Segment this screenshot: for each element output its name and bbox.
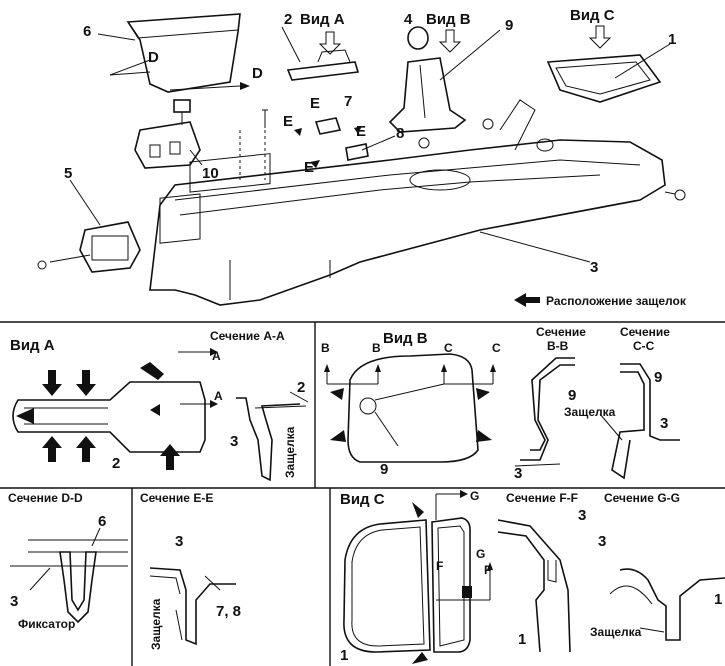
callout-4: 4 [404,11,413,28]
label-d-1: D [148,49,159,66]
section-bb-line1: Сечение [536,325,586,339]
section-ee-latch: Защелка [149,598,163,650]
section-gg-title: Сечение G-G [604,491,680,505]
section-dd-panel [10,527,128,624]
view-b-latch: Защелка [564,405,616,419]
boot-9 [388,57,467,133]
view-a-title: Вид A [10,337,55,354]
view-a-label: Вид A [300,11,345,28]
callout-6: 6 [83,23,91,40]
view-b-panel [324,353,680,480]
label-e-3: E [356,123,366,140]
section-dd-part-6: 6 [98,513,106,530]
callout-2: 2 [284,11,292,28]
label-a-2: A [214,389,223,403]
bracket-10 [134,121,201,169]
exploded-view [37,13,686,307]
view-b-part-3: 3 [660,415,668,432]
label-e-1: E [310,95,320,112]
section-bb-line2: B-B [547,339,569,353]
label-a-1: A [212,349,221,363]
view-b-part-9: 9 [380,461,388,478]
section-dd-title: Сечение D-D [8,491,83,505]
label-b-1: B [321,341,330,355]
label-f-1: F [436,559,443,573]
view-a-latch: Защелка [283,426,297,478]
view-a-panel [12,348,309,482]
label-e-2: E [283,113,293,130]
callout-8: 8 [396,125,404,142]
section-cc-line1: Сечение [620,325,670,339]
section-aa-title: Сечение A-A [210,329,285,343]
knob-4 [407,26,429,50]
callout-3: 3 [590,259,598,276]
view-c-part-1: 1 [340,647,348,664]
view-b-title: Вид B [383,330,428,347]
view-c-panel [343,490,725,664]
label-d-2: D [252,65,263,82]
label-g-1: G [470,489,479,503]
callout-7: 7 [344,93,352,110]
view-c-title: Вид C [340,491,385,508]
label-f-2: F [484,563,491,577]
label-c-2: C [492,341,501,355]
console-body [149,139,666,306]
storage-box-6 [126,13,241,93]
label-b-2: B [372,341,381,355]
view-c-label: Вид C [570,7,615,24]
latch-arrow-icon [514,293,540,307]
cover-2 [286,61,360,81]
section-dd-part-3: 3 [10,593,18,610]
section-dd-fixator: Фиксатор [18,617,75,631]
view-c-part-1c: 1 [714,591,722,608]
callout-1: 1 [668,31,676,48]
label-e-4: E [304,159,314,176]
callout-5: 5 [64,165,72,182]
view-a-part-2: 2 [112,455,120,472]
view-c-latch: Защелка [590,625,642,639]
view-b-part-9b: 9 [568,387,576,404]
section-ee-part-3: 3 [175,533,183,550]
view-b-part-3b: 3 [514,465,522,482]
section-ee-panel [149,567,236,646]
callout-10: 10 [202,165,219,182]
view-c-part-3b: 3 [598,533,606,550]
view-a-part-2b: 2 [297,379,305,396]
latch-8 [345,143,369,161]
view-a-part-3: 3 [230,433,238,450]
section-ff-title: Сечение F-F [506,491,578,505]
legend-text: Расположение защелок [546,294,687,308]
latch-7 [314,117,342,135]
section-ee-title: Сечение E-E [140,491,213,505]
cover-1 [546,54,662,103]
section-cc-line2: C-C [633,339,655,353]
view-b-part-9c: 9 [654,369,662,386]
callout-9: 9 [505,17,513,34]
cover-5 [79,221,141,273]
section-ee-part-78: 7, 8 [216,603,241,620]
view-c-part-1b: 1 [518,631,526,648]
view-c-part-3a: 3 [578,507,586,524]
label-g-2: G [476,547,485,561]
label-c-1: C [444,341,453,355]
view-b-label: Вид B [426,11,471,28]
